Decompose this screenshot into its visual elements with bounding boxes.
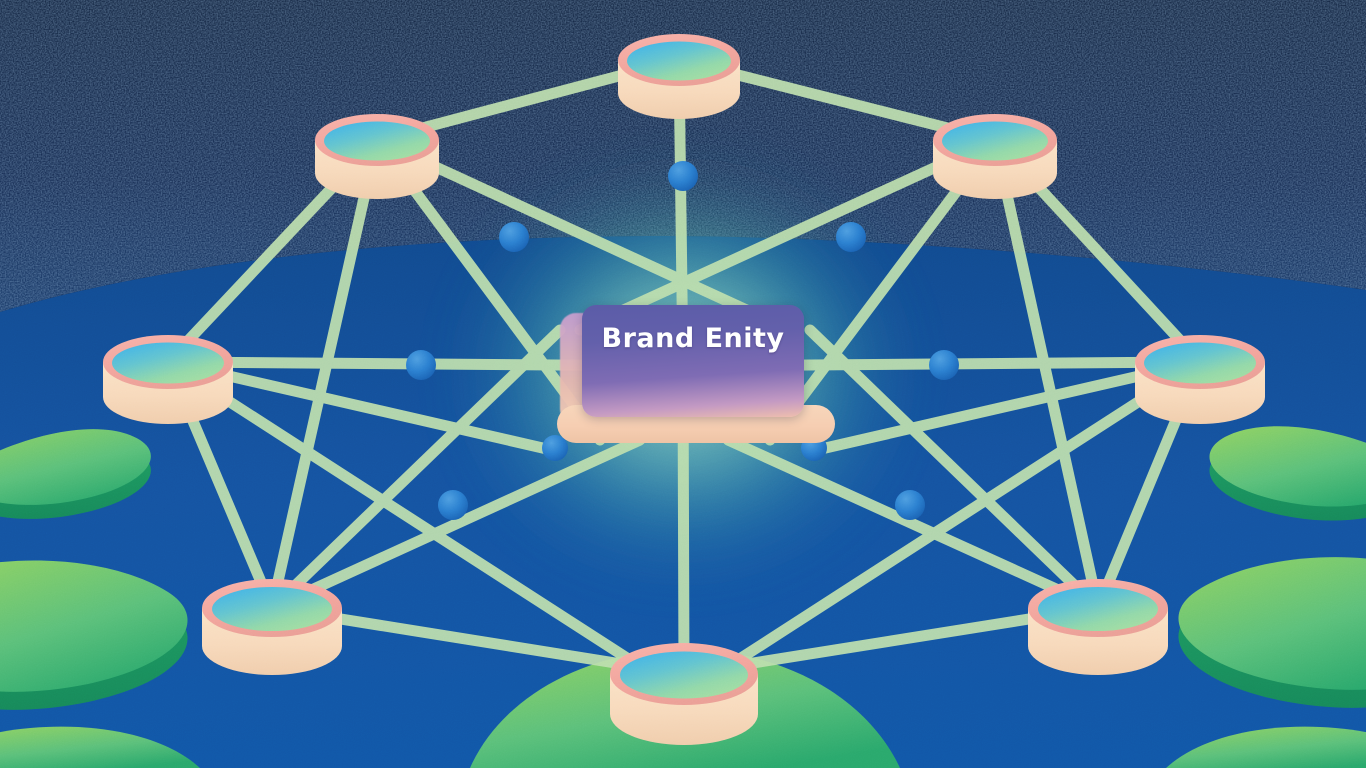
grain-overlay bbox=[0, 0, 1366, 768]
network-scene bbox=[0, 0, 1366, 768]
illustration-canvas: Brand Enity bbox=[0, 0, 1366, 768]
